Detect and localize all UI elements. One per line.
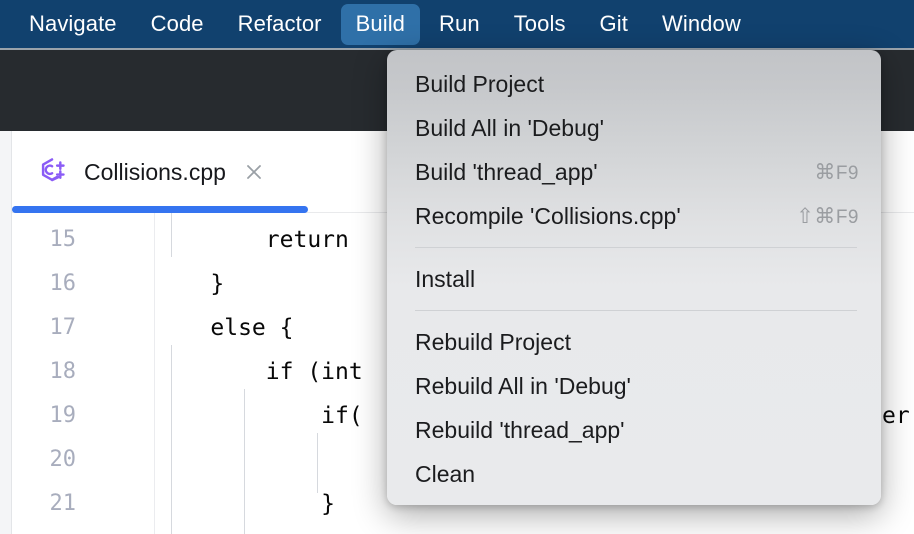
menu-item-shortcut: ⌘F9 (814, 160, 859, 185)
line-number: 20 (49, 447, 77, 472)
code-line[interactable]: if( (155, 403, 363, 429)
line-number: 19 (49, 403, 77, 428)
menu-item-clean[interactable]: Clean (387, 452, 881, 496)
shortcut-key: F9 (835, 206, 859, 228)
line-number: 21 (49, 491, 77, 516)
menubar-item-build[interactable]: Build (340, 3, 421, 45)
menubar-item-tools[interactable]: Tools (513, 10, 566, 36)
menu-top-padding (387, 50, 881, 62)
cpp-file-icon (41, 158, 65, 182)
menu-item-rebuild-all-in-debug[interactable]: Rebuild All in 'Debug' (387, 364, 881, 408)
menu-item-label: Rebuild All in 'Debug' (415, 372, 631, 399)
editor-tab-label: Collisions.cpp (84, 158, 226, 185)
menubar-divider (0, 48, 914, 50)
line-number: 16 (49, 271, 77, 296)
menu-item-label: Recompile 'Collisions.cpp' (415, 202, 681, 229)
close-icon[interactable] (244, 162, 264, 182)
shortcut-key: F9 (835, 162, 859, 184)
indent-guide (317, 433, 318, 493)
menu-item-build-thread-app[interactable]: Build 'thread_app' ⌘F9 (387, 150, 881, 194)
shortcut-modifier-glyphs: ⇧⌘ (796, 204, 836, 228)
menu-item-label: Rebuild 'thread_app' (415, 416, 625, 443)
menu-item-label: Install (415, 265, 476, 292)
menubar-item-window[interactable]: Window (661, 10, 741, 36)
menu-item-build-all-in-debug[interactable]: Build All in 'Debug' (387, 106, 881, 150)
shortcut-modifier-glyphs: ⌘ (814, 160, 836, 184)
menu-item-install[interactable]: Install (387, 257, 881, 301)
editor-tab-collisions-cpp[interactable]: Collisions.cpp (12, 131, 309, 213)
menu-item-label: Rebuild Project (415, 328, 571, 355)
code-line[interactable]: } (155, 271, 225, 297)
line-number: 15 (49, 227, 77, 252)
menu-separator (415, 310, 857, 311)
menubar-item-git[interactable]: Git (599, 10, 628, 36)
menubar-item-code[interactable]: Code (150, 10, 204, 36)
editor-code-area[interactable]: return } else { if (int if( } er (155, 213, 914, 534)
menu-item-label: Build Project (415, 70, 545, 97)
menubar-item-refactor[interactable]: Refactor (237, 10, 322, 36)
active-tab-indicator (12, 206, 308, 213)
code-line[interactable]: return (155, 227, 349, 253)
line-number: 18 (49, 359, 77, 384)
menu-item-build-project[interactable]: Build Project (387, 62, 881, 106)
indent-guide (244, 389, 245, 534)
editor-gutter[interactable]: 15 16 17 18 19 20 21 (12, 213, 155, 534)
menu-item-shortcut: ⇧⌘F9 (796, 204, 859, 229)
main-menu-bar: Navigate Code Refactor Build Run Tools Git Wind… (0, 0, 914, 48)
code-line[interactable]: else { (155, 315, 294, 341)
menu-item-label: Build All in 'Debug' (415, 114, 605, 141)
menubar-item-navigate[interactable]: Navigate (29, 10, 117, 36)
indent-guide (171, 213, 172, 257)
menu-item-rebuild-project[interactable]: Rebuild Project (387, 320, 881, 364)
menu-item-rebuild-thread-app[interactable]: Rebuild 'thread_app' (387, 408, 881, 452)
menubar-item-run[interactable]: Run (439, 10, 480, 36)
menu-item-label: Build 'thread_app' (415, 158, 598, 185)
menu-separator (415, 247, 857, 248)
menu-item-recompile-collisionscpp[interactable]: Recompile 'Collisions.cpp' ⇧⌘F9 (387, 194, 881, 238)
code-line[interactable]: if (int (155, 359, 363, 385)
line-number: 17 (49, 315, 77, 340)
menu-item-label: Clean (415, 460, 476, 487)
code-line[interactable]: } (155, 491, 336, 517)
code-line-clipped-right: er (882, 403, 910, 429)
indent-guide (171, 345, 172, 534)
left-tool-rail[interactable] (0, 131, 12, 534)
